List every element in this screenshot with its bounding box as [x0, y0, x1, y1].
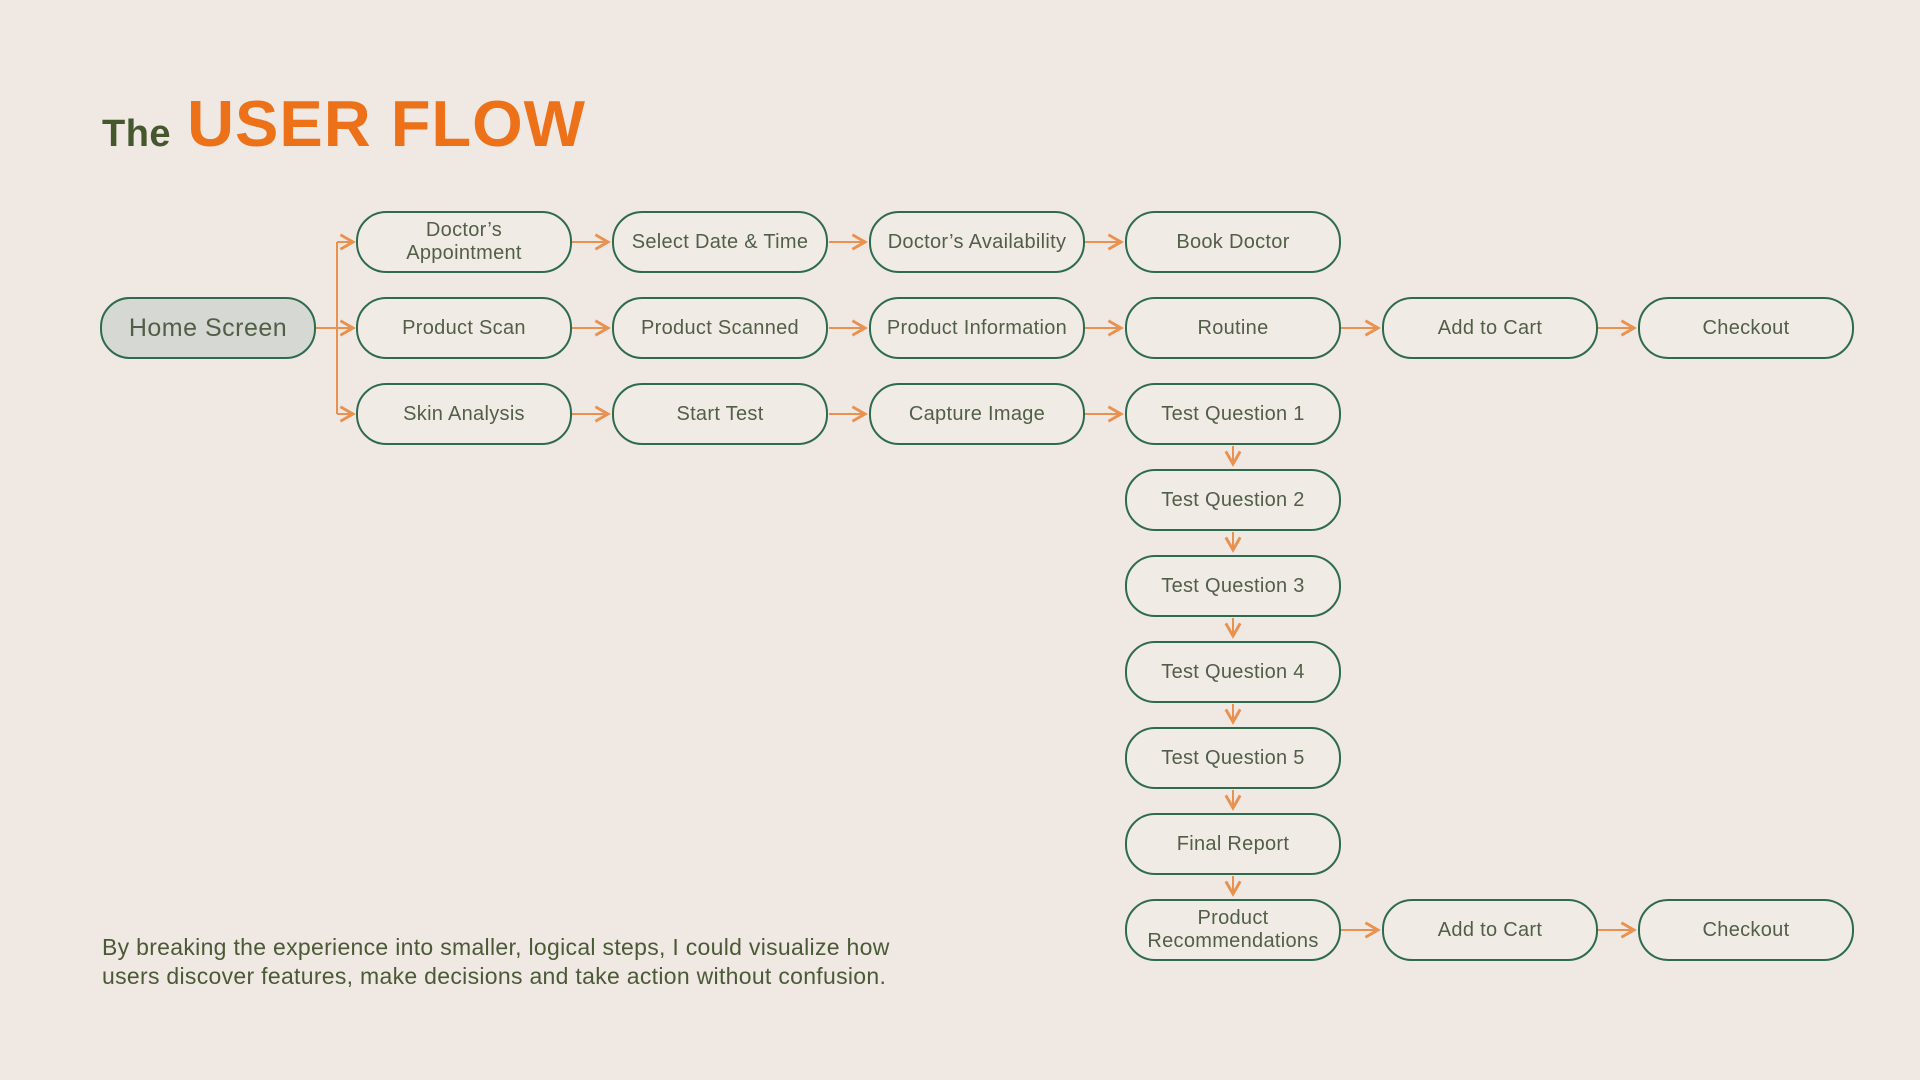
node-test-question-2: Test Question 2	[1125, 469, 1341, 531]
node-product-scanned: Product Scanned	[612, 297, 828, 359]
page-title: The USER FLOW	[102, 86, 586, 161]
title-main: USER FLOW	[187, 87, 587, 160]
title-prefix: The	[102, 113, 172, 155]
node-select-date-time: Select Date & Time	[612, 211, 828, 273]
node-checkout: Checkout	[1638, 297, 1854, 359]
node-checkout-final: Checkout	[1638, 899, 1854, 961]
node-doctors-appointment: Doctor’s Appointment	[356, 211, 572, 273]
node-product-recommendations: Product Recommendations	[1125, 899, 1341, 961]
node-skin-analysis: Skin Analysis	[356, 383, 572, 445]
node-test-question-1: Test Question 1	[1125, 383, 1341, 445]
node-doctors-availability: Doctor’s Availability	[869, 211, 1085, 273]
node-product-information: Product Information	[869, 297, 1085, 359]
node-product-scan: Product Scan	[356, 297, 572, 359]
node-add-to-cart: Add to Cart	[1382, 297, 1598, 359]
node-test-question-5: Test Question 5	[1125, 727, 1341, 789]
node-start-test: Start Test	[612, 383, 828, 445]
node-test-question-3: Test Question 3	[1125, 555, 1341, 617]
node-add-to-cart-final: Add to Cart	[1382, 899, 1598, 961]
node-routine: Routine	[1125, 297, 1341, 359]
node-final-report: Final Report	[1125, 813, 1341, 875]
node-book-doctor: Book Doctor	[1125, 211, 1341, 273]
node-capture-image: Capture Image	[869, 383, 1085, 445]
caption-text: By breaking the experience into smaller,…	[102, 934, 890, 990]
node-home-screen: Home Screen	[100, 297, 316, 359]
node-test-question-4: Test Question 4	[1125, 641, 1341, 703]
